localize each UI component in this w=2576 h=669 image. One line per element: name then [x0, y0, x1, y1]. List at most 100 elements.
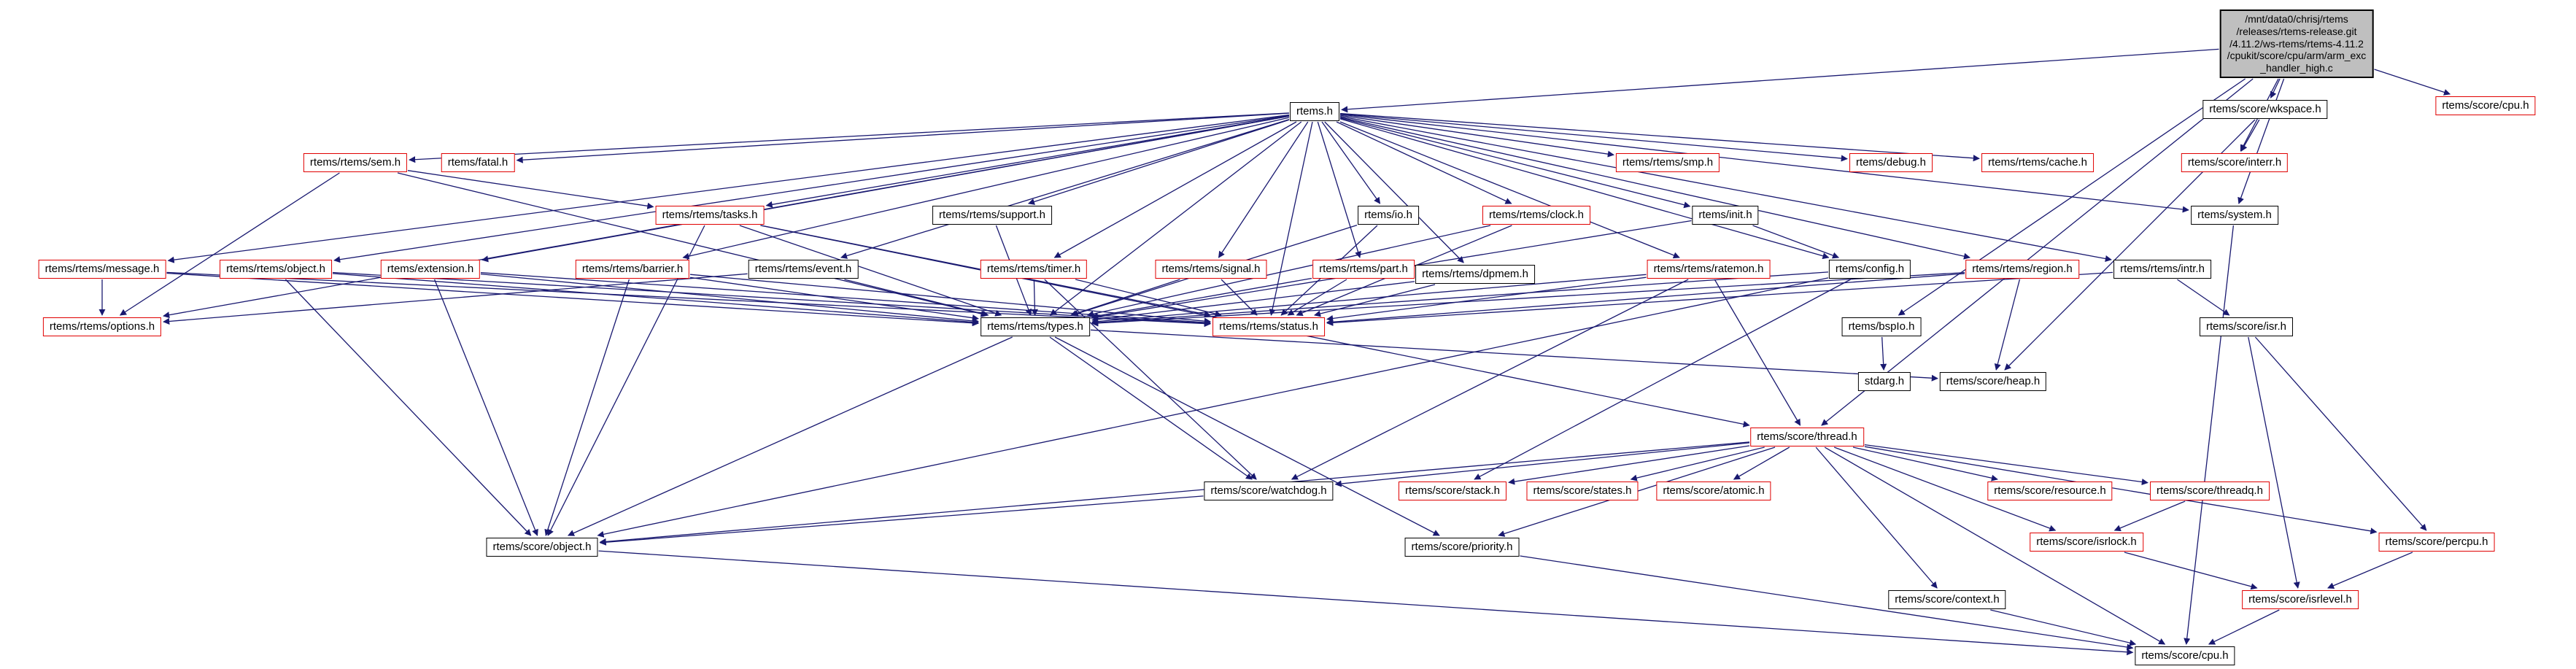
edge-barrier-types	[689, 277, 979, 322]
edge-config-stack	[1474, 279, 1852, 480]
edge-barrier-obj_score	[544, 279, 630, 536]
node-ratemon[interactable]: rtems/rtems/ratemon.h	[1647, 260, 1771, 279]
node-cache[interactable]: rtems/rtems/cache.h	[1981, 153, 2094, 172]
node-obj_classic[interactable]: rtems/rtems/object.h	[220, 260, 332, 279]
edge-dpmem-status	[1314, 284, 1436, 317]
edge-rtems-smp	[1339, 115, 1614, 158]
edge-percpu-isrlevel	[2327, 552, 2413, 589]
edge-intr_classic-isr	[2177, 279, 2230, 316]
node-thread[interactable]: rtems/score/thread.h	[1750, 428, 1864, 446]
edge-obj_classic-status	[332, 271, 1211, 327]
edge-init-config	[1752, 225, 1840, 259]
node-isr[interactable]: rtems/score/isr.h	[2199, 317, 2294, 336]
edge-rtems-intr_classic	[1339, 115, 2112, 262]
node-sem[interactable]: rtems/rtems/sem.h	[303, 153, 408, 172]
edge-rtems-debug	[1339, 113, 1848, 162]
edge-message-types	[166, 272, 979, 327]
node-extension[interactable]: rtems/extension.h	[380, 260, 481, 279]
node-clock[interactable]: rtems/rtems/clock.h	[1482, 206, 1591, 225]
edge-config-obj_score	[597, 277, 1829, 538]
edge-main-thread	[1821, 78, 2254, 426]
node-priority[interactable]: rtems/score/priority.h	[1404, 538, 1520, 557]
node-tasks[interactable]: rtems/rtems/tasks.h	[655, 206, 765, 225]
node-dpmem[interactable]: rtems/rtems/dpmem.h	[1415, 265, 1535, 284]
node-atomic[interactable]: rtems/score/atomic.h	[1656, 482, 1771, 500]
edge-sem-types	[397, 172, 988, 317]
node-rtems[interactable]: rtems.h	[1289, 102, 1340, 121]
node-resource[interactable]: rtems/score/resource.h	[1987, 482, 2113, 500]
node-barrier[interactable]: rtems/rtems/barrier.h	[575, 260, 690, 279]
node-event[interactable]: rtems/rtems/event.h	[748, 260, 859, 279]
node-status[interactable]: rtems/rtems/status.h	[1212, 317, 1325, 336]
edge-timer-status	[1075, 279, 1222, 317]
edge-types-priority	[1054, 336, 1440, 536]
edge-isr-isrlevel	[2248, 336, 2300, 589]
edge-ratemon-thread	[1714, 279, 1801, 426]
node-isrlock[interactable]: rtems/score/isrlock.h	[2030, 533, 2143, 552]
node-context[interactable]: rtems/score/context.h	[1888, 590, 2006, 609]
node-stdarg[interactable]: stdarg.h	[1857, 372, 1911, 391]
node-message[interactable]: rtems/rtems/message.h	[38, 260, 166, 279]
edge-isr-percpu	[2254, 336, 2427, 531]
edge-system-cpu_score	[2184, 225, 2235, 645]
edge-rtems-support	[1027, 119, 1290, 205]
node-stack[interactable]: rtems/score/stack.h	[1398, 482, 1507, 500]
node-threadq[interactable]: rtems/score/threadq.h	[2150, 482, 2270, 500]
edge-threadq-isrlock	[2113, 500, 2186, 532]
edge-clock-types	[1086, 225, 1491, 317]
node-isrlevel[interactable]: rtems/score/isrlevel.h	[2242, 590, 2359, 609]
edge-rtems-config	[1339, 118, 1830, 260]
node-part[interactable]: rtems/rtems/part.h	[1312, 260, 1415, 279]
node-obj_score[interactable]: rtems/score/object.h	[486, 538, 598, 557]
edge-rtems-status	[1269, 121, 1313, 316]
edge-rtems-part	[1317, 121, 1361, 258]
node-main: /mnt/data0/chrisj/rtems /releases/rtems-…	[2219, 9, 2374, 78]
edge-rtems-signal	[1218, 121, 1309, 258]
edge-main-rtems	[1341, 48, 2219, 113]
node-bspio[interactable]: rtems/bspIo.h	[1841, 317, 1922, 336]
node-options[interactable]: rtems/rtems/options.h	[42, 317, 162, 336]
edge-context-cpu_score	[1990, 609, 2137, 646]
edge-rtems-obj_classic	[333, 115, 1290, 263]
node-timer[interactable]: rtems/rtems/timer.h	[980, 260, 1088, 279]
node-region[interactable]: rtems/rtems/region.h	[1965, 260, 2079, 279]
node-intr_classic[interactable]: rtems/rtems/intr.h	[2113, 260, 2211, 279]
node-percpu[interactable]: rtems/score/percpu.h	[2378, 533, 2495, 552]
node-init[interactable]: rtems/init.h	[1692, 206, 1759, 225]
node-cpu_score[interactable]: rtems/score/cpu.h	[2135, 646, 2235, 665]
node-fatal[interactable]: rtems/fatal.h	[441, 153, 515, 172]
edge-isrlock-isrlevel	[2124, 552, 2258, 590]
node-signal[interactable]: rtems/rtems/signal.h	[1155, 260, 1267, 279]
edge-rtems-io	[1321, 121, 1381, 204]
edge-obj_score-cpu_score	[598, 550, 2134, 656]
edge-part-status	[1287, 279, 1347, 316]
node-smp[interactable]: rtems/rtems/smp.h	[1615, 153, 1720, 172]
edge-region-heap	[1994, 279, 2021, 371]
node-io[interactable]: rtems/io.h	[1358, 206, 1419, 225]
node-heap[interactable]: rtems/score/heap.h	[1939, 372, 2047, 391]
edge-obj_classic-obj_score	[285, 279, 532, 536]
node-system[interactable]: rtems/system.h	[2191, 206, 2278, 225]
node-support[interactable]: rtems/rtems/support.h	[932, 206, 1052, 225]
node-wkspace[interactable]: rtems/score/wkspace.h	[2202, 100, 2328, 119]
edge-extension-types	[480, 273, 979, 325]
edge-extension-status	[480, 272, 1211, 326]
edge-event-options	[163, 273, 748, 325]
edge-obj_classic-types	[332, 273, 979, 326]
edge-barrier-status	[689, 274, 1211, 325]
edge-thread-isrlock	[1833, 446, 2057, 532]
edge-thread-watchdog	[1334, 442, 1750, 487]
node-cpu_top[interactable]: rtems/score/cpu.h	[2435, 96, 2536, 115]
node-debug[interactable]: rtems/debug.h	[1849, 153, 1933, 172]
node-interr[interactable]: rtems/score/interr.h	[2181, 153, 2289, 172]
edge-sem-tasks	[407, 170, 654, 209]
node-config[interactable]: rtems/config.h	[1828, 260, 1911, 279]
edge-isrlevel-cpu_score	[2208, 609, 2280, 645]
node-states[interactable]: rtems/score/states.h	[1526, 482, 1639, 500]
node-watchdog[interactable]: rtems/score/watchdog.h	[1204, 482, 1334, 500]
edge-bspio-stdarg	[1880, 336, 1887, 371]
edge-tasks-types	[739, 225, 1002, 317]
node-types[interactable]: rtems/rtems/types.h	[980, 317, 1090, 336]
